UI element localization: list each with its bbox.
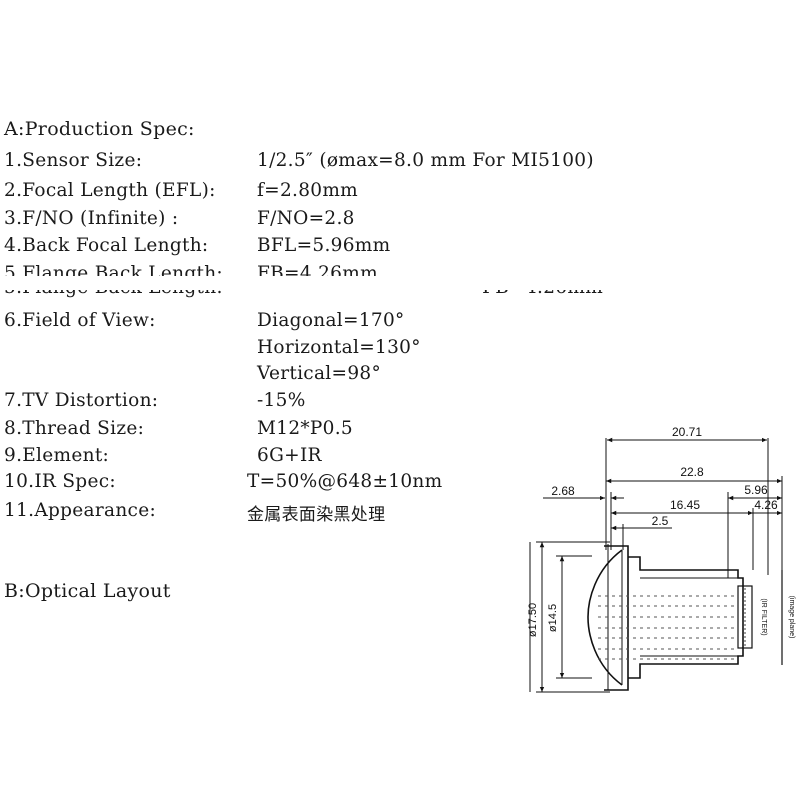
spec-label: 8.Thread Size: xyxy=(4,418,145,439)
dim-body: 16.45 xyxy=(611,498,753,516)
spec-value-fragment: FB=4.26mm xyxy=(482,290,603,298)
spec-label: 2.Focal Length (EFL): xyxy=(4,180,216,201)
dim-label: ø17.50 xyxy=(527,603,539,637)
spec-label: 10.IR Spec: xyxy=(4,471,116,492)
spec-label: 5.Flange Back Length: xyxy=(4,263,223,276)
spec-label: 7.TV Distortion: xyxy=(4,390,159,411)
dim-label: 22.8 xyxy=(680,465,704,479)
dim-inner-diameter: ø14.5 xyxy=(547,555,592,679)
spec-value: M12*P0.5 xyxy=(257,418,354,439)
spec-value: FB=4.26mm xyxy=(257,263,378,276)
spec-label: 4.Back Focal Length: xyxy=(4,235,209,256)
spec-row-flange-back-length-fragment: 5.Flange Back Length: FB=4.26mm xyxy=(4,290,644,300)
optical-layout-drawing: 20.71 22.8 2.68 5.96 16.45 4.26 2.5 xyxy=(527,425,795,693)
spec-value: f=2.80mm xyxy=(257,180,359,201)
dim-label: 4.26 xyxy=(754,498,778,512)
spec-label-fragment: 5.Flange Back Length: xyxy=(4,290,223,298)
spec-value: Horizontal=130° xyxy=(257,337,421,358)
spec-value: 金属表面染黑处理 xyxy=(247,505,386,525)
spec-label: 1.Sensor Size: xyxy=(4,150,143,171)
spec-value: Vertical=98° xyxy=(257,363,382,384)
image-plane-label: (image plane) xyxy=(788,596,795,639)
spec-value: Diagonal=170° xyxy=(257,310,405,331)
spec-label: 9.Element: xyxy=(4,445,110,466)
dim-label: 2.68 xyxy=(551,484,575,498)
spec-value: T=50%@648±10nm xyxy=(247,471,443,492)
spec-row-flange-back-length: 5.Flange Back Length: FB=4.26mm xyxy=(4,263,644,276)
dim-step: 2.5 xyxy=(611,514,672,550)
dim-label: 16.45 xyxy=(670,498,700,512)
spec-label: 11.Appearance: xyxy=(4,500,156,521)
dim-label: 2.5 xyxy=(652,514,669,528)
dim-flange: 4.26 xyxy=(752,498,782,570)
dim-bfl: 5.96 xyxy=(727,483,782,578)
dim-label: 5.96 xyxy=(744,483,768,497)
dim-outer-diameter: ø17.50 xyxy=(527,541,610,693)
section-b-heading: B:Optical Layout xyxy=(4,580,171,602)
lens-elements-hatch xyxy=(598,595,736,660)
spec-value: F/NO=2.8 xyxy=(257,208,355,229)
spec-value: 6G+IR xyxy=(257,445,322,466)
ir-filter-label: (IR FILTER) xyxy=(760,598,767,635)
spec-value: 1/2.5″ (ømax=8.0 mm For MI5100) xyxy=(257,150,594,171)
spec-value: -15% xyxy=(257,390,306,411)
dim-label: ø14.5 xyxy=(547,604,559,632)
spec-label: 6.Field of View: xyxy=(4,310,156,331)
dim-label: 20.71 xyxy=(672,425,702,439)
dim-front: 2.68 xyxy=(543,484,624,550)
spec-value: BFL=5.96mm xyxy=(257,235,391,256)
spec-label: 3.F/NO (Infinite) : xyxy=(4,208,179,229)
section-a-heading: A:Production Spec: xyxy=(4,118,195,140)
dim-total-length: 20.71 xyxy=(605,425,769,575)
